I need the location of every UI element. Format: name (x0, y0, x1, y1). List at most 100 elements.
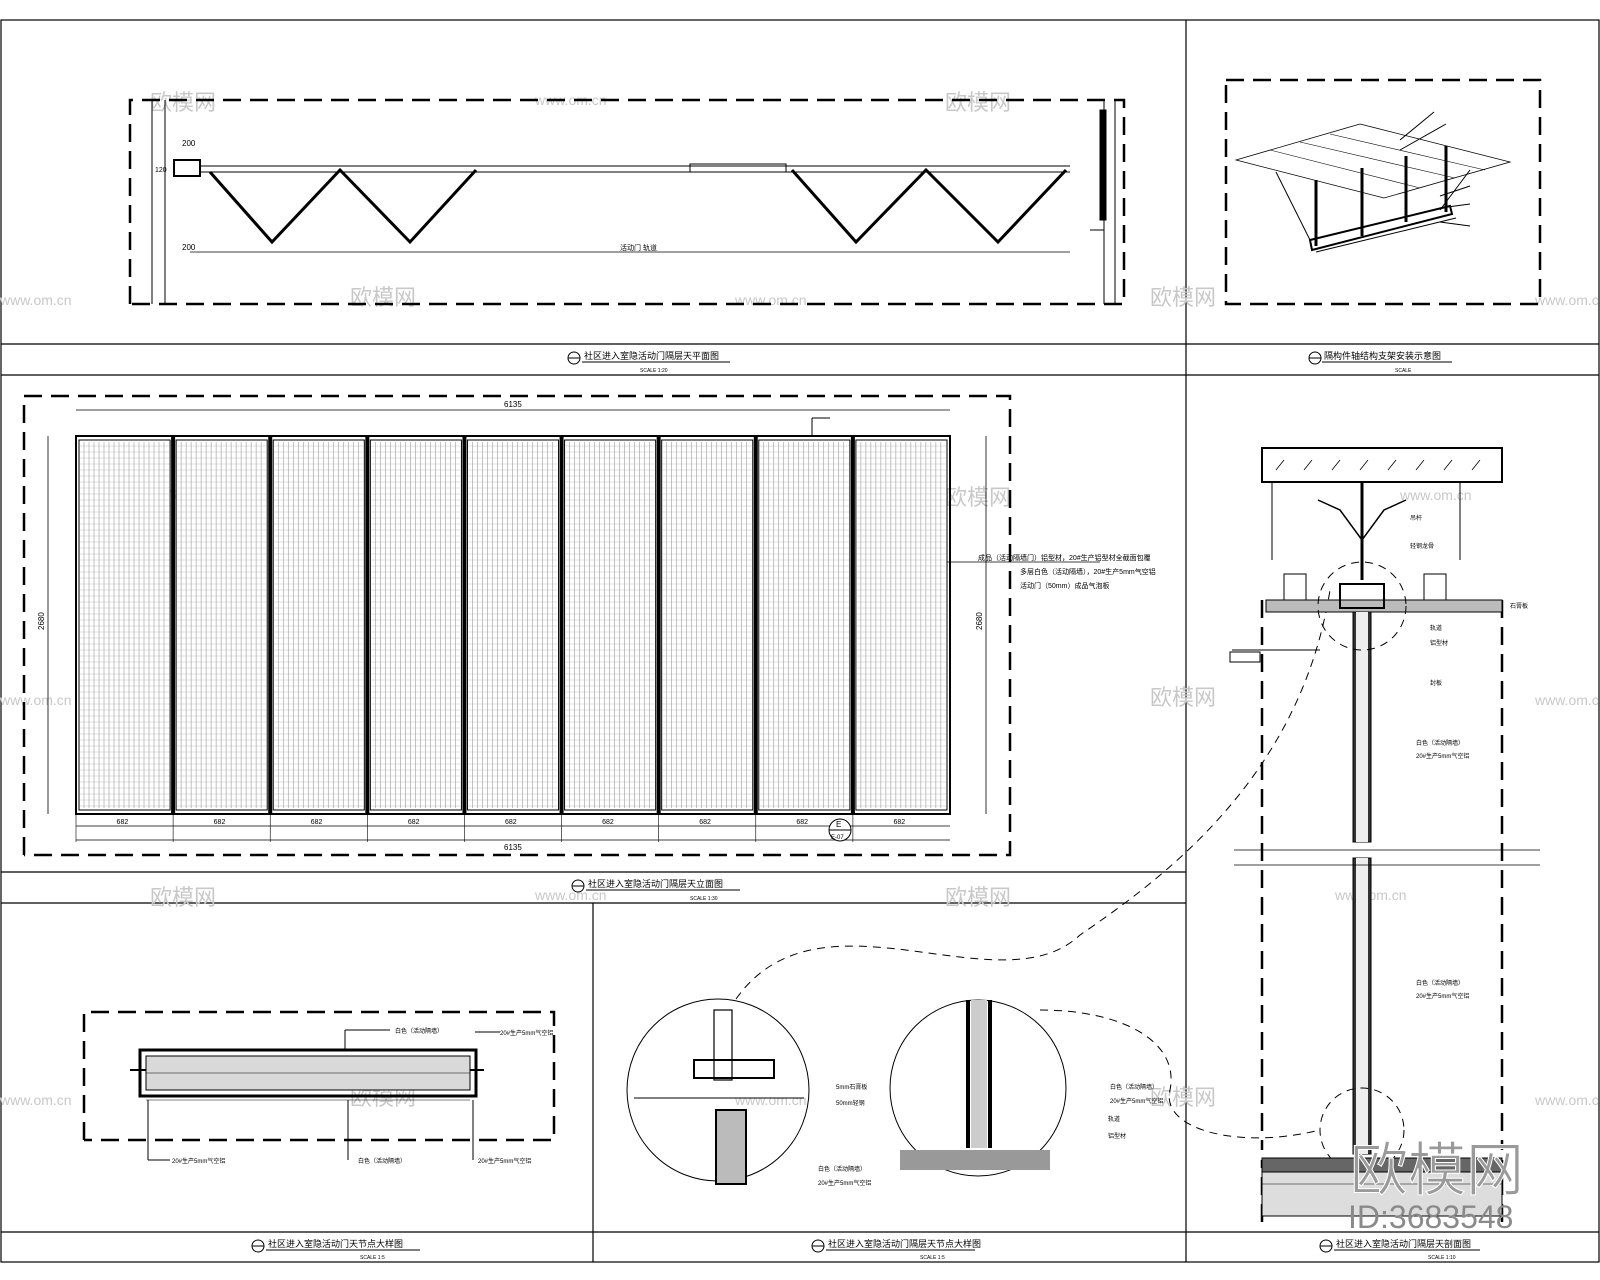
section-label: 吊杆 (1410, 514, 1422, 522)
dim-total-top: 6135 (504, 400, 522, 409)
door-panel (272, 439, 365, 811)
plan-dimension: 120 (155, 167, 167, 174)
title-block-bottom-left: 社区进入室隐活动门天节点大样图 SCALE 1:5 (251, 1238, 420, 1261)
door-panel (661, 439, 754, 811)
plan-track-label: 活动门 轨道 (620, 243, 657, 252)
section-label: 铝型材 (1430, 639, 1448, 647)
plan-dimension: 200 (182, 243, 196, 252)
note-line: 多层白色（活动隔墙），20#生产5mm气空铝 (1020, 567, 1156, 576)
dim-height-right: 2680 (975, 612, 984, 630)
title-block-bottom-mid: 社区进入室隐活动门隔层天节点大样图 SCALE 1:5 (811, 1238, 981, 1261)
node-label: 50mm轻钢 (836, 1099, 865, 1107)
vertical-section-labels: 吊杆 轻钢龙骨 石膏板 轨道 铝型材 封板 白色（活动隔墙） 20#生产5mm气… (1410, 514, 1528, 1000)
watermark-url: www.om.cn (0, 692, 72, 708)
panel-width-label: 682 (699, 819, 711, 826)
isometric-view (1224, 78, 1542, 306)
panel-scale: SCALE (1395, 368, 1412, 374)
dim-total-bottom: 6135 (504, 843, 522, 852)
watermark-brand: 欧模网 (1150, 1085, 1216, 1110)
panel-scale: SCALE 1:10 (1428, 1255, 1456, 1261)
title-block-top-right: 隔构件轴结构支架安装示意图 SCALE (1308, 350, 1452, 374)
door-panel (564, 439, 657, 811)
watermark-url: www.om.cn (734, 292, 807, 308)
panel-width-label: 682 (311, 819, 323, 826)
logo-brand: 欧模网 (1350, 1136, 1524, 1204)
watermark-url: www.om.cn (534, 887, 607, 903)
door-panel (855, 439, 948, 811)
panel-scale: SCALE 1:5 (360, 1255, 385, 1261)
panel-width-label: 682 (214, 819, 226, 826)
sheet-frame (0, 19, 1600, 1263)
watermark-url: www.om.cn (1534, 692, 1600, 708)
section-labels: 白色（活动隔墙） 20#生产5mm气空铝 20#生产5mm气空铝 白色（活动隔墙… (172, 1027, 553, 1165)
panel-scale: SCALE 1:5 (920, 1255, 945, 1261)
section-label: 白色（活动隔墙） (1416, 979, 1464, 987)
watermark-layer: 欧模网 www.om.cn 欧模网 www.om.cn 欧模网 www.om.c… (0, 90, 1600, 1110)
door-panel (175, 439, 268, 811)
note-line: 活动门（50mm）成品气泡板 (1020, 581, 1109, 590)
watermark-url: www.om.cn (1534, 1092, 1600, 1108)
title-block-mid-left: 社区进入室隐活动门隔层天立面图 SCALE 1:30 (571, 878, 740, 902)
section-label: 20#生产5mm气空铝 (500, 1029, 553, 1037)
node-label: 20#生产5mm气空铝 (1110, 1097, 1163, 1105)
panel-width-label: 682 (796, 819, 808, 826)
logo-id: ID:3683548 (1348, 1199, 1513, 1235)
section-label: 20#生产5mm气空铝 (172, 1157, 225, 1165)
node-label: 20#生产5mm气空铝 (818, 1179, 871, 1187)
panel-title: 社区进入室隐活动门隔层天剖面图 (1336, 1238, 1471, 1249)
panel-title: 社区进入室隐活动门天节点大样图 (268, 1238, 403, 1249)
watermark-brand: 欧模网 (1150, 685, 1216, 710)
section-label: 20#生产5mm气空铝 (1416, 752, 1469, 760)
watermark-brand: 欧模网 (150, 885, 216, 910)
section-label: 石膏板 (1510, 602, 1528, 610)
section-label: 轨道 (1430, 624, 1442, 632)
door-panel (78, 439, 171, 811)
panel-width-label: 682 (117, 819, 129, 826)
section-label: 白色（活动隔墙） (395, 1027, 443, 1035)
door-panel (466, 439, 560, 811)
plan-view (128, 98, 1126, 306)
watermark-url: www.om.cn (0, 292, 72, 308)
vertical-section (1229, 447, 1540, 1222)
section-label: 封板 (1430, 679, 1442, 687)
panel-width-label: 682 (893, 819, 905, 826)
panel-scale: SCALE 1:30 (690, 896, 718, 902)
note-line: 成品（活动隔墙门）铝型材，20#生产铝型材全截面包覆 (978, 553, 1151, 562)
watermark-url: www.om.cn (0, 1092, 72, 1108)
title-block-top-left: 社区进入室隐活动门隔层天平面图 SCALE 1:20 (567, 350, 730, 374)
panel-width-label: 682 (505, 819, 517, 826)
section-detail (82, 1010, 556, 1161)
callout-symbol: E (836, 820, 841, 829)
dim-height-left: 2680 (37, 612, 46, 630)
panel-title: 社区进入室隐活动门隔层天平面图 (584, 350, 719, 361)
callout-marker: E E-07 (828, 818, 852, 842)
node-label: 白色（活动隔墙） (1110, 1083, 1158, 1091)
door-panel (758, 439, 851, 811)
node-label: 5mm石膏板 (836, 1083, 867, 1091)
watermark-url: www.om.cn (734, 1092, 807, 1108)
panel-title: 社区进入室隐活动门隔层天立面图 (588, 878, 723, 889)
door-panel (369, 439, 462, 811)
node-labels: 5mm石膏板 50mm轻钢 白色（活动隔墙） 20#生产5mm气空铝 轨道 铝型… (818, 1083, 1163, 1187)
panel-scale: SCALE 1:20 (640, 368, 668, 374)
elevation-view (22, 394, 1100, 857)
panel-title: 隔构件轴结构支架安装示意图 (1324, 350, 1441, 361)
watermark-url: www.om.cn (1534, 292, 1600, 308)
brand-logo: 欧模网 ID:3683548 (1348, 1136, 1525, 1236)
watermark-brand: 欧模网 (150, 90, 216, 115)
section-label: 20#生产5mm气空铝 (478, 1157, 531, 1165)
watermark-brand: 欧模网 (1150, 285, 1216, 310)
callout-ref: E-07 (831, 835, 844, 841)
node-label: 轨道 (1108, 1115, 1120, 1123)
node-label: 白色（活动隔墙） (818, 1165, 866, 1173)
title-block-right: 社区进入室隐活动门隔层天剖面图 SCALE 1:10 (1319, 1238, 1480, 1261)
section-label: 20#生产5mm气空铝 (1416, 992, 1469, 1000)
watermark-url: www.om.cn (534, 92, 607, 108)
watermark-brand: 欧模网 (350, 285, 416, 310)
node-label: 铝型材 (1108, 1132, 1126, 1140)
panel-title: 社区进入室隐活动门隔层天节点大样图 (828, 1238, 981, 1249)
watermark-brand: 欧模网 (945, 90, 1011, 115)
section-label: 白色（活动隔墙） (358, 1157, 406, 1165)
